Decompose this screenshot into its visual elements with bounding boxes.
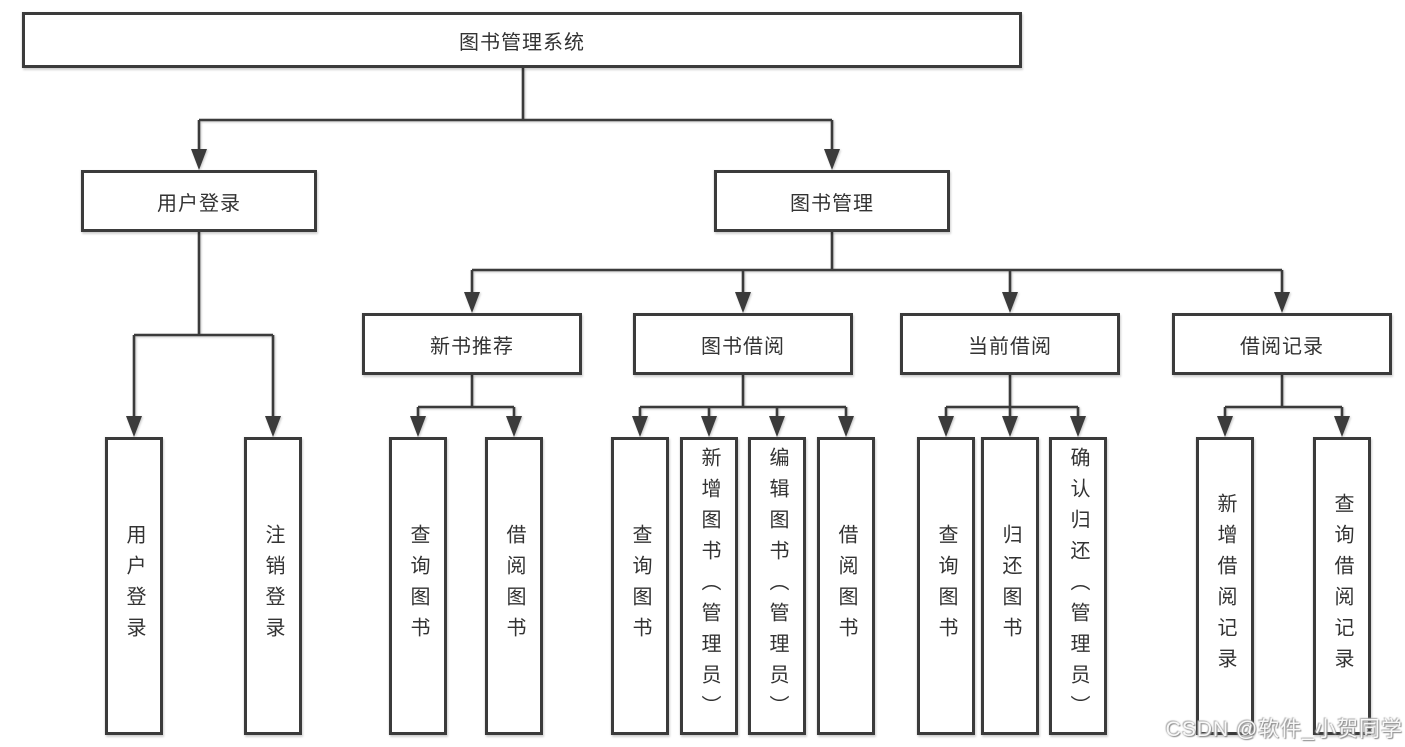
node-book-management: 图书管理: [714, 170, 950, 232]
leaf-borrow-books-recommend: 借阅图书: [485, 437, 543, 735]
leaf-label: 新增借阅记录: [1214, 493, 1236, 679]
leaf-add-borrow-record: 新增借阅记录: [1196, 437, 1254, 735]
leaf-label: 注销登录: [262, 524, 284, 648]
leaf-label: 用户登录: [123, 524, 145, 648]
leaf-label: 新增图书（管理员）: [698, 446, 720, 726]
leaf-label: 确认归还（管理员）: [1067, 446, 1089, 726]
arrowheads-leaves: [126, 416, 1350, 437]
wire-root-to-level2: [197, 68, 834, 151]
leaf-logout: 注销登录: [244, 437, 302, 735]
node-borrow-records: 借阅记录: [1172, 313, 1392, 375]
wire-records-to-leaves: [1223, 375, 1344, 418]
leaf-query-books-borrow: 查询图书: [611, 437, 669, 735]
node-new-book-recommend: 新书推荐: [362, 313, 582, 375]
leaf-label: 查询借阅记录: [1331, 493, 1353, 679]
leaf-borrow-books: 借阅图书: [817, 437, 875, 735]
leaf-edit-books-admin: 编辑图书（管理员）: [748, 437, 806, 735]
wire-current-to-leaves: [944, 375, 1080, 418]
leaf-return-books: 归还图书: [981, 437, 1039, 735]
leaf-query-books-recommend: 查询图书: [389, 437, 447, 735]
leaf-label: 借阅图书: [835, 524, 857, 648]
leaf-confirm-return-admin: 确认归还（管理员）: [1049, 437, 1107, 735]
leaf-add-books-admin: 新增图书（管理员）: [680, 437, 738, 735]
leaf-label: 归还图书: [999, 524, 1021, 648]
node-root-library-system: 图书管理系统: [22, 12, 1022, 68]
leaf-label: 查询图书: [629, 524, 651, 648]
leaf-query-books-current: 查询图书: [917, 437, 975, 735]
node-user-login: 用户登录: [81, 170, 317, 232]
leaf-query-borrow-record: 查询借阅记录: [1313, 437, 1371, 735]
arrowheads-level3: [464, 292, 1290, 313]
node-current-borrow: 当前借阅: [900, 313, 1120, 375]
wire-bookmgmt-to-level3: [470, 232, 1284, 294]
arrowheads-level2: [191, 149, 840, 170]
wire-userlogin-to-leaves: [132, 232, 275, 418]
wire-borrow-to-leaves: [638, 375, 848, 418]
leaf-label: 查询图书: [407, 524, 429, 648]
leaf-label: 编辑图书（管理员）: [766, 446, 788, 726]
leaf-label: 查询图书: [935, 524, 957, 648]
wire-newbook-to-leaves: [416, 375, 516, 418]
leaf-user-login: 用户登录: [105, 437, 163, 735]
leaf-label: 借阅图书: [503, 524, 525, 648]
node-book-borrow: 图书借阅: [633, 313, 853, 375]
